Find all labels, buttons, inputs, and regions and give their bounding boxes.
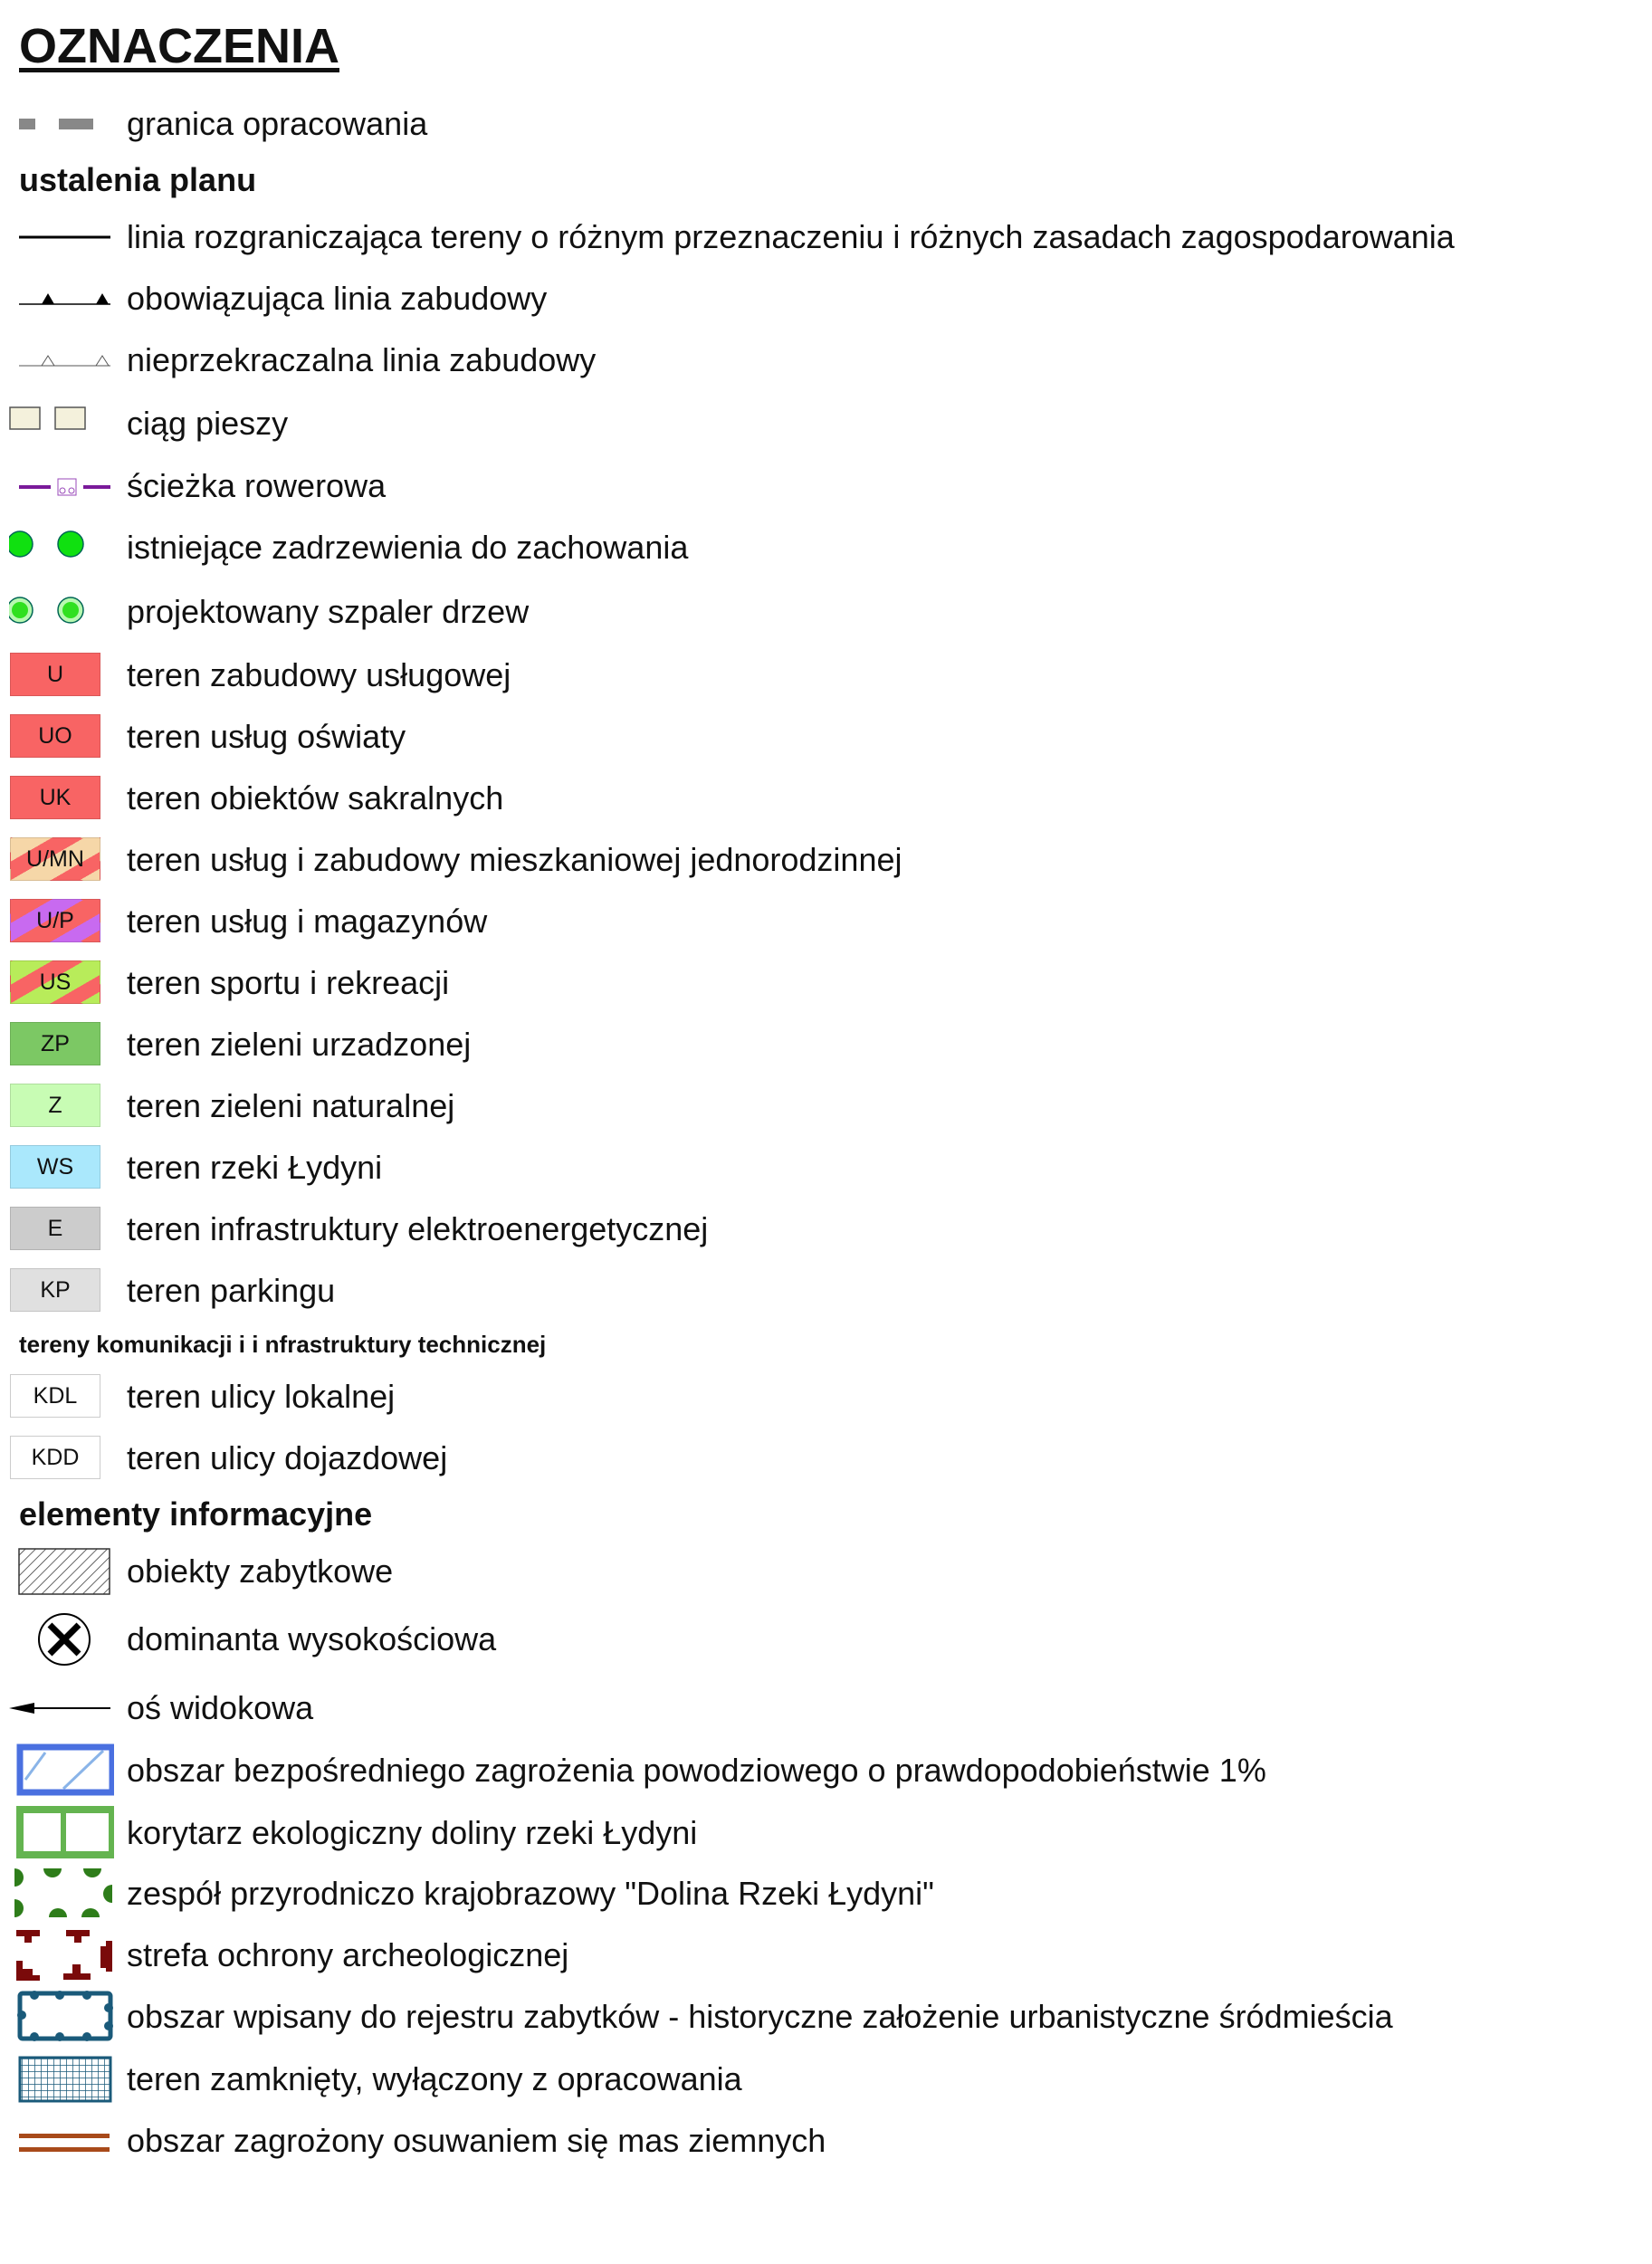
legend-label: teren zamknięty, wyłączony z opracowania [127,2060,742,2097]
legend-item: ciąg pieszy [0,396,1652,451]
legend-label: obszar bezpośredniego zagrożenia powodzi… [127,1752,1266,1789]
legend-item-zone: UO teren usług oświaty [0,710,1652,764]
legend-label: teren infrastruktury elektroenergetyczne… [127,1210,709,1247]
crossed-circle-icon [38,1613,91,1666]
dashed-boundary-icon [19,119,93,129]
legend-item-boundary: granica opracowania [0,97,1652,151]
zone-swatch: U [10,653,100,696]
legend-item: linia rozgraniczająca tereny o różnym pr… [0,210,1652,264]
legend-item-zone: ZP teren zieleni urzadzonej [0,1017,1652,1072]
zone-swatch: UK [10,776,100,819]
legend-label: projektowany szpaler drzew [127,593,530,630]
legend-item: strefa ochrony archeologicznej [0,1928,1652,1982]
legend-label: teren zabudowy usługowej [127,656,511,693]
legend-label: ścieżka rowerowa [127,467,387,504]
zone-swatch: WS [10,1145,100,1189]
bicycle-path-icon [19,478,110,496]
zone-swatch: E [10,1207,100,1250]
legend-label: teren zieleni urzadzonej [127,1026,472,1063]
legend-label: obiekty zabytkowe [127,1552,394,1590]
legend-item: korytarz ekologiczny doliny rzeki Łydyni [0,1806,1652,1860]
archaeology-zone-icon [16,1930,112,1981]
zone-swatch: KDL [10,1374,100,1418]
legend-item-zone: UK teren obiektów sakralnych [0,771,1652,826]
hatched-monument-icon [18,1548,110,1595]
zone-swatch: U/P [10,899,100,942]
legend-label: teren parkingu [127,1272,336,1309]
zone-swatch: KDD [10,1436,100,1479]
existing-trees-icon [9,530,84,558]
legend-label: teren sportu i rekreacji [127,964,450,1001]
legend-label: teren ulicy dojazdowej [127,1439,448,1476]
eco-corridor-icon [16,1806,114,1858]
legend-item: nieprzekraczalna linia zabudowy [0,333,1652,387]
section-heading-transport: tereny komunikacji i i nfrastruktury tec… [19,1331,547,1358]
legend-item-road: KDL teren ulicy lokalnej [0,1370,1652,1424]
zone-swatch: UO [10,714,100,758]
legend-item: ścieżka rowerowa [0,459,1652,513]
legend-title: OZNACZENIA [19,19,339,73]
legend-item-zone: KP teren parkingu [0,1264,1652,1318]
landslide-icon [19,2134,110,2152]
line-icon [19,235,110,239]
section-heading-plan: ustalenia planu [19,161,257,198]
section-heading-info: elementy informacyjne [19,1495,373,1533]
legend-item: oś widokowa [0,1681,1652,1735]
legend-label: nieprzekraczalna linia zabudowy [127,341,597,378]
legend-label: teren usług i magazynów [127,903,488,940]
legend-item-zone: WS teren rzeki Łydyni [0,1141,1652,1195]
legend-item-zone: U/MN teren usług i zabudowy mieszkaniowej… [0,833,1652,887]
legend-label: istniejące zadrzewienia do zachowania [127,529,689,566]
legend-label: linia rozgraniczająca tereny o różnym pr… [127,218,1455,255]
legend-label: ciąg pieszy [127,405,289,442]
legend-label: oś widokowa [127,1689,314,1726]
legend-label: teren ulicy lokalnej [127,1378,396,1415]
legend-label: dominanta wysokościowa [127,1620,497,1657]
zone-swatch: Z [10,1084,100,1127]
legend-item: obszar wpisany do rejestru zabytków - hi… [0,1990,1652,2044]
zone-swatch: ZP [10,1022,100,1065]
filled-triangle-line-icon [19,293,110,305]
legend-label: obowiązująca linia zabudowy [127,280,548,317]
legend-item: obiekty zabytkowe [0,1544,1652,1599]
legend-item: projektowany szpaler drzew [0,585,1652,639]
legend-item: obszar bezpośredniego zagrożenia powodzi… [0,1743,1652,1798]
legend-label: strefa ochrony archeologicznej [127,1936,569,1973]
pedestrian-path-icon [9,406,86,430]
legend-label: obszar zagrożony osuwaniem się mas ziemn… [127,2122,826,2159]
legend-item: zespół przyrodniczo krajobrazowy "Dolina… [0,1867,1652,1921]
legend-item-road: KDD teren ulicy dojazdowej [0,1431,1652,1485]
planned-trees-icon [9,597,84,624]
legend-label: teren usług oświaty [127,718,406,755]
legend-item: obszar zagrożony osuwaniem się mas ziemn… [0,2114,1652,2168]
legend-label: zespół przyrodniczo krajobrazowy "Dolina… [127,1875,934,1912]
zone-swatch: U/MN [10,837,100,881]
legend-label: teren usług i zabudowy mieszkaniowej jed… [127,841,902,878]
legend-item: obowiązująca linia zabudowy [0,272,1652,326]
legend-item-zone: US teren sportu i rekreacji [0,956,1652,1010]
hollow-triangle-line-icon [19,355,110,367]
monument-register-icon [17,1991,113,2041]
legend-item: teren zamknięty, wyłączony z opracowania [0,2052,1652,2106]
zone-swatch: US [10,960,100,1004]
landscape-complex-icon [14,1868,112,1917]
legend-label: obszar wpisany do rejestru zabytków - hi… [127,1998,1393,2035]
legend-item: dominanta wysokościowa [0,1612,1652,1667]
legend-label: granica opracowania [127,105,428,142]
zone-swatch: KP [10,1268,100,1312]
legend-label: teren obiektów sakralnych [127,779,504,817]
legend-item: istniejące zadrzewienia do zachowania [0,521,1652,575]
closed-area-icon [18,2056,112,2103]
legend-item-zone: U/P teren usług i magazynów [0,894,1652,949]
flood-zone-icon [16,1743,114,1796]
legend-label: teren zieleni naturalnej [127,1087,455,1124]
arrow-left-icon [9,1703,110,1714]
legend-label: teren rzeki Łydyni [127,1149,383,1186]
legend-label: korytarz ekologiczny doliny rzeki Łydyni [127,1814,698,1851]
